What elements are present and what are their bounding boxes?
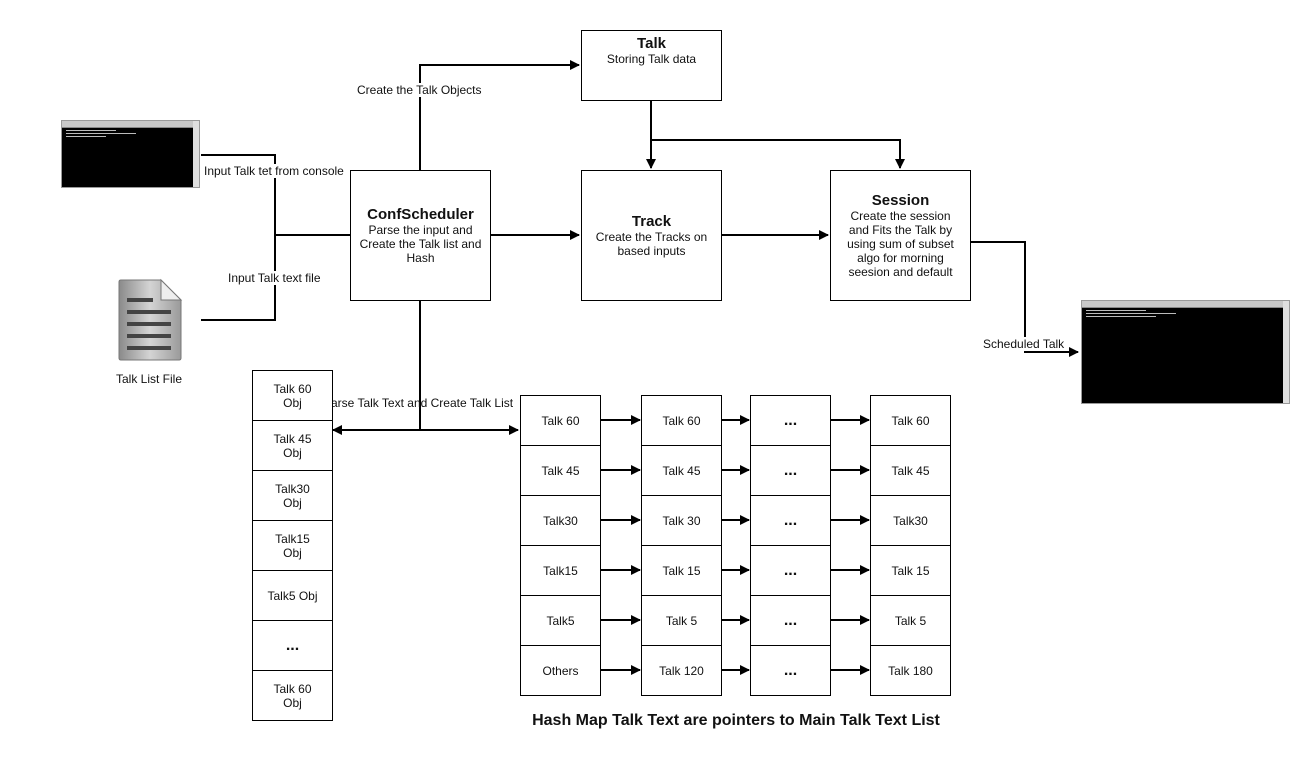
hash-cell-col4: Talk 15 bbox=[870, 545, 951, 596]
hash-cell-col2: Talk 5 bbox=[641, 595, 722, 646]
confscheduler-node-title: ConfScheduler bbox=[367, 206, 474, 223]
talk-list-item: Talk5 Obj bbox=[252, 570, 333, 621]
session-node-title: Session bbox=[871, 192, 930, 209]
hash-cell-col1: Talk5 bbox=[520, 595, 601, 646]
diagram-caption: Hash Map Talk Text are pointers to Main … bbox=[532, 712, 940, 729]
output-console-window-icon bbox=[1081, 300, 1290, 404]
hash-cell-col4: Talk 45 bbox=[870, 445, 951, 496]
hash-cell-col2: Talk 45 bbox=[641, 445, 722, 496]
talk-list-item: Talk15 Obj bbox=[252, 520, 333, 571]
talk-list-item: Talk 60 Obj bbox=[252, 370, 333, 421]
track-node-desc: Create the Tracks on based inputs bbox=[595, 230, 708, 258]
edge-label-create-objects: Create the Talk Objects bbox=[357, 83, 482, 97]
talk-list-item: Talk 60 Obj bbox=[252, 670, 333, 721]
hash-cell-col4: Talk 180 bbox=[870, 645, 951, 696]
hash-cell-col1: Talk 60 bbox=[520, 395, 601, 446]
file-label: Talk List File bbox=[116, 372, 183, 386]
edge-label-input-file: Input Talk text file bbox=[228, 271, 321, 285]
document-file-icon bbox=[118, 278, 183, 361]
talk-node: Talk Storing Talk data bbox=[581, 30, 722, 101]
edge-label-parse-text: Parse Talk Text and Create Talk List bbox=[323, 396, 514, 410]
confscheduler-node-desc: Parse the input and Create the Talk list… bbox=[359, 223, 482, 265]
confscheduler-node: ConfScheduler Parse the input and Create… bbox=[350, 170, 491, 301]
hash-cell-col1: Talk15 bbox=[520, 545, 601, 596]
console-window-icon bbox=[61, 120, 200, 188]
talk-list-item: Talk 45 Obj bbox=[252, 420, 333, 471]
track-node-title: Track bbox=[631, 213, 672, 230]
hash-cell-col2: Talk 30 bbox=[641, 495, 722, 546]
edge-label-input-console: Input Talk tet from console bbox=[204, 164, 344, 178]
session-node-desc: Create the session and Fits the Talk by … bbox=[847, 209, 954, 279]
hash-cell-col2: Talk 120 bbox=[641, 645, 722, 696]
hash-cell-col4: Talk 5 bbox=[870, 595, 951, 646]
track-node: Track Create the Tracks on based inputs bbox=[581, 170, 722, 301]
hash-cell-col4: Talk 60 bbox=[870, 395, 951, 446]
hash-cell-col1: Others bbox=[520, 645, 601, 696]
hash-cell-col2: Talk 15 bbox=[641, 545, 722, 596]
hash-cell-col3: ... bbox=[750, 395, 831, 446]
talk-list-item: Talk30 Obj bbox=[252, 470, 333, 521]
hash-cell-col2: Talk 60 bbox=[641, 395, 722, 446]
hash-cell-col1: Talk 45 bbox=[520, 445, 601, 496]
hash-cell-col3: ... bbox=[750, 645, 831, 696]
hash-cell-col3: ... bbox=[750, 445, 831, 496]
talk-node-title: Talk bbox=[637, 35, 666, 52]
talk-list-item: ... bbox=[252, 620, 333, 671]
hash-cell-col3: ... bbox=[750, 495, 831, 546]
session-node: Session Create the session and Fits the … bbox=[830, 170, 971, 301]
hash-cell-col1: Talk30 bbox=[520, 495, 601, 546]
hash-cell-col4: Talk30 bbox=[870, 495, 951, 546]
hash-cell-col3: ... bbox=[750, 595, 831, 646]
talk-node-desc: Storing Talk data bbox=[606, 52, 697, 66]
edge-label-scheduled: Scheduled Talk bbox=[983, 337, 1065, 351]
hash-cell-col3: ... bbox=[750, 545, 831, 596]
